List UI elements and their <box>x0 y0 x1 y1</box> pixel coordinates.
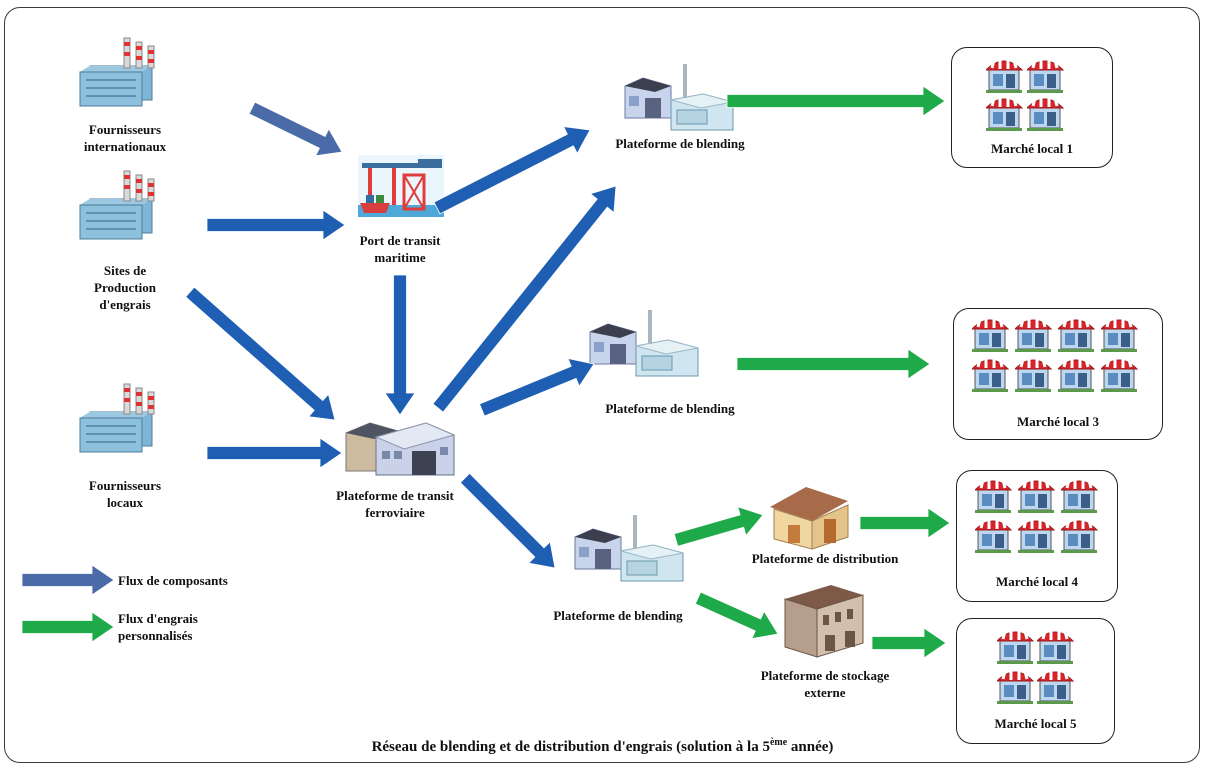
shop-icon <box>1061 516 1099 554</box>
flow-arrows <box>21 85 951 659</box>
arrow-production-to-port <box>206 209 346 241</box>
arrow-local-to-rail <box>206 437 343 469</box>
label-text: Plateforme de distribution <box>751 551 899 566</box>
label-port-transit: Port de transit maritime <box>330 232 470 266</box>
arrow-blending-3-to-market-3 <box>736 348 931 380</box>
shop-icon <box>1058 355 1096 393</box>
market-label: Marché local 4 <box>995 574 1079 589</box>
shop-icon <box>1027 56 1065 94</box>
blending-plant-icon-3 <box>589 309 699 377</box>
label-text: Plateforme de transit ferroviaire <box>336 488 454 520</box>
label-text: Port de transit maritime <box>359 233 441 265</box>
factory-icon-international <box>79 37 155 107</box>
label-blending-1: Plateforme de blending <box>590 135 770 152</box>
arrow-blending-45-to-stockage <box>694 591 779 640</box>
shop-icon <box>1018 516 1056 554</box>
legend-arrow-components <box>21 564 115 596</box>
diagram-title: Réseau de blending et de distribution d'… <box>0 737 1205 756</box>
rail-transit-platform-icon <box>345 422 456 476</box>
title-suffix: année) <box>787 739 834 755</box>
arrow-rail-to-blending-45 <box>459 472 556 569</box>
shop-icon <box>1037 667 1075 705</box>
title-prefix: Réseau de blending et de distribution d'… <box>371 739 770 755</box>
arrow-rail-to-blending-3 <box>478 357 595 417</box>
blending-plant-icon-1 <box>624 63 734 131</box>
shop-icon <box>972 315 1010 353</box>
label-fournisseurs-locaux: Fournisseurs locaux <box>55 477 195 511</box>
shop-icon <box>1027 94 1065 132</box>
label-text: Plateforme de blending <box>553 608 683 623</box>
market-label: Marché local 1 <box>990 141 1074 156</box>
legend-text: Flux d'engrais personnalisés <box>118 611 198 643</box>
label-blending-45: Plateforme de blending <box>528 607 708 624</box>
port-icon <box>358 155 444 217</box>
legend-components-label: Flux de composants <box>118 572 228 589</box>
shop-icon <box>1101 315 1139 353</box>
arrow-blending-1-to-market-1 <box>726 85 946 117</box>
arrow-blending-45-to-distribution <box>673 506 764 547</box>
market-box-4: Marché local 4 <box>956 470 1118 602</box>
shop-icon <box>986 56 1024 94</box>
arrow-stockage-to-market-5 <box>871 627 947 659</box>
label-transit-ferroviaire: Plateforme de transit ferroviaire <box>310 487 480 521</box>
shop-icon <box>986 94 1024 132</box>
label-sites-production: Sites de Production d'engrais <box>55 262 195 313</box>
shop-icon <box>975 516 1013 554</box>
arrow-rail-to-blending-1 <box>432 185 617 413</box>
label-distribution: Plateforme de distribution <box>725 550 925 567</box>
title-superscript: ème <box>769 737 788 748</box>
shop-icon <box>1015 355 1053 393</box>
label-text: Sites de Production d'engrais <box>94 263 156 312</box>
arrow-intl-to-port <box>248 101 343 157</box>
shop-icon <box>1058 315 1096 353</box>
blending-plant-icon-45 <box>574 514 684 582</box>
arrow-distribution-to-market-4 <box>859 507 951 539</box>
external-storage-icon <box>784 585 864 658</box>
market-label: Marché local 3 <box>1016 414 1100 429</box>
shop-icon <box>1015 315 1053 353</box>
label-text: Fournisseurs locaux <box>88 478 162 510</box>
label-text: Fournisseurs internationaux <box>83 122 167 154</box>
market-box-3: Marché local 3 <box>953 308 1163 440</box>
shop-icon <box>1101 355 1139 393</box>
shop-icon <box>997 627 1035 665</box>
shop-icon <box>1037 627 1075 665</box>
shop-icon <box>972 355 1010 393</box>
distribution-house-icon <box>770 487 849 550</box>
label-text: Plateforme de blending <box>615 136 745 151</box>
factory-icon-local <box>79 383 155 453</box>
label-text: Plateforme de stockage externe <box>760 668 890 700</box>
label-stockage-externe: Plateforme de stockage externe <box>735 667 915 701</box>
shop-icon <box>1061 476 1099 514</box>
shop-icon <box>1018 476 1056 514</box>
arrow-production-to-rail <box>185 286 336 421</box>
arrow-port-to-blending-1 <box>433 126 591 215</box>
legend-fertilizer-label: Flux d'engrais personnalisés <box>118 610 198 644</box>
label-blending-3: Plateforme de blending <box>580 400 760 417</box>
market-box-5: Marché local 5 <box>956 618 1115 744</box>
legend-arrow-fertilizer <box>21 611 115 643</box>
shop-icon <box>997 667 1035 705</box>
arrow-port-to-rail <box>384 274 416 416</box>
legend-text: Flux de composants <box>118 573 228 588</box>
shop-icon <box>975 476 1013 514</box>
factory-icon-production <box>79 170 155 240</box>
label-text: Plateforme de blending <box>605 401 735 416</box>
label-fournisseurs-internationaux: Fournisseurs internationaux <box>55 121 195 155</box>
market-box-1: Marché local 1 <box>951 47 1113 168</box>
market-label: Marché local 5 <box>994 716 1077 731</box>
